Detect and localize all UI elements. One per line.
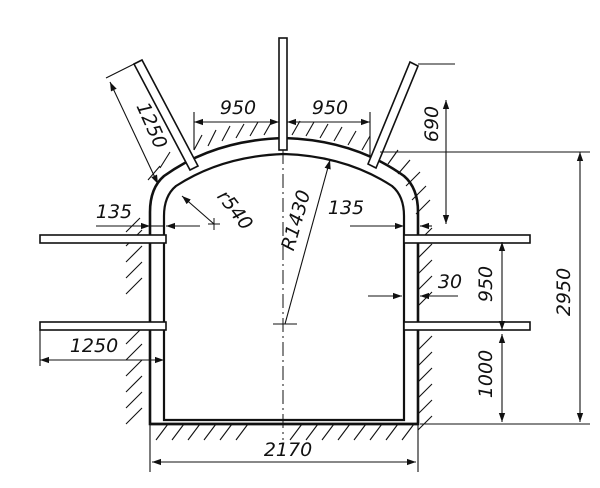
dim-total-height: 2950 [553,268,575,316]
dim-bolt-projection: 690 [421,106,443,142]
lining-inner-outline [162,152,406,422]
corner-radius-line [181,195,215,225]
dim-half-span-right: 950 [312,97,348,119]
arch-radius-line [284,159,331,325]
rock-bolt-right-upper [403,234,531,244]
dim-bolt-side-length: 1250 [70,335,118,357]
dim-wall-base-height: 1000 [475,350,497,398]
dim-corner-radius: r540 [212,186,256,234]
rock-bolt-crown [278,37,288,151]
rock-bolt-left-upper [39,234,167,244]
dim-bolt-spacing: 950 [475,266,497,302]
rock-hatching [125,120,433,441]
dim-wall-gap: 30 [438,271,462,293]
excavation-outline [148,136,420,426]
dim-lining-right: 135 [328,197,364,219]
dim-half-span-left: 950 [220,97,256,119]
rock-bolt-right-lower [403,321,531,331]
dim-clear-width: 2170 [264,439,312,461]
dimension-lines [39,63,590,472]
rock-bolt-upper-right [366,60,420,170]
dim-arch-radius: R1430 [277,188,315,253]
dim-lining-left: 135 [96,201,132,223]
rock-bolt-left-lower [39,321,167,331]
